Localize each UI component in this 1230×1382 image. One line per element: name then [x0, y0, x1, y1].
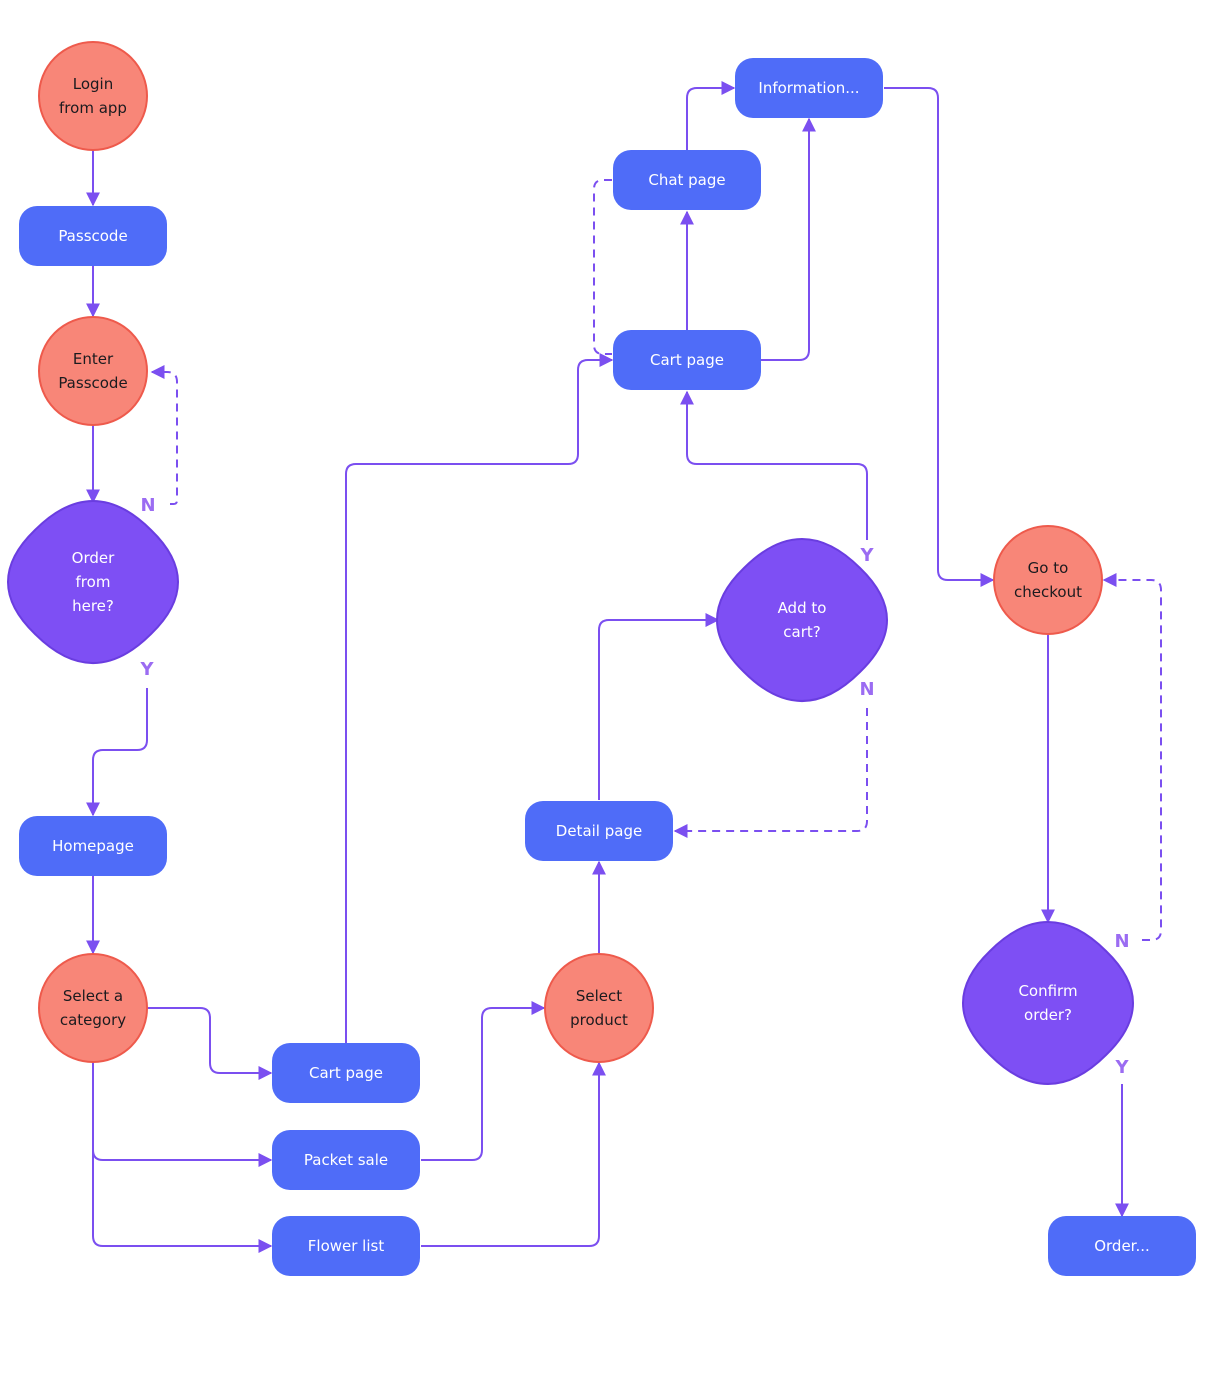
edge-order-yes-home: [86, 688, 148, 817]
edge-packet-product: [421, 1001, 546, 1161]
node-label-order-0: Order...: [1094, 1237, 1150, 1255]
edge-confirm-no-checkout: [1102, 573, 1162, 941]
node-label-confirm-order-0: Confirm: [1018, 982, 1077, 1000]
node-add-to-cart[interactable]: Add to cart?: [716, 538, 888, 702]
node-label-go-checkout-0: Go to: [1028, 559, 1069, 577]
node-confirm-order[interactable]: Confirm order?: [962, 921, 1134, 1085]
node-label-login-0: Login: [73, 75, 113, 93]
node-passcode[interactable]: Passcode: [19, 206, 167, 266]
node-flower-list[interactable]: Flower list: [272, 1216, 420, 1276]
node-shape-go-checkout: [993, 525, 1103, 635]
node-label-flower-list-0: Flower list: [308, 1237, 385, 1255]
edge-category-packet: [92, 1062, 273, 1167]
node-label-order-here-2: here?: [72, 597, 114, 615]
node-label-cart-page-top-0: Cart page: [650, 351, 724, 369]
node-label-select-product-0: Select: [576, 987, 622, 1005]
node-shape-chat-page: [613, 150, 761, 210]
edge-label-confirm-no-checkout: N: [1114, 931, 1129, 952]
node-homepage[interactable]: Homepage: [19, 816, 167, 876]
node-label-detail-page-0: Detail page: [556, 822, 642, 840]
node-shape-select-product: [544, 953, 654, 1063]
node-shape-homepage: [19, 816, 167, 876]
node-shape-confirm-order: [962, 921, 1134, 1085]
node-shape-order-here: [7, 500, 179, 664]
node-label-go-checkout-1: checkout: [1014, 583, 1082, 601]
edge-info-checkout: [884, 87, 995, 587]
edge-detail-addcart: [598, 613, 720, 800]
node-label-chat-page-0: Chat page: [648, 171, 725, 189]
edge-addcart-no-detail: [673, 708, 868, 838]
node-shape-add-to-cart: [716, 538, 888, 702]
edge-addcart-yes-cart: [680, 390, 868, 540]
node-label-enter-passcode-0: Enter: [73, 350, 114, 368]
node-label-select-category-0: Select a: [63, 987, 123, 1005]
edge-flower-product: [421, 1061, 606, 1247]
node-go-checkout[interactable]: Go to checkout: [993, 525, 1103, 635]
node-label-cart-page-left-0: Cart page: [309, 1064, 383, 1082]
node-shape-flower-list: [272, 1216, 420, 1276]
node-select-category[interactable]: Select a category: [38, 953, 148, 1063]
node-shape-packet-sale: [272, 1130, 420, 1190]
node-shape-passcode: [19, 206, 167, 266]
node-order[interactable]: Order...: [1048, 1216, 1196, 1276]
node-detail-page[interactable]: Detail page: [525, 801, 673, 861]
edge-label-confirm-yes-order: Y: [1114, 1057, 1129, 1078]
node-label-confirm-order-1: order?: [1024, 1006, 1072, 1024]
node-shape-cart-page-left: [272, 1043, 420, 1103]
edge-order-no-loop: [150, 365, 178, 505]
edge-label-order-no-loop: N: [140, 495, 155, 516]
node-order-here[interactable]: Order from here?: [7, 500, 179, 664]
edge-label-addcart-yes-cart: Y: [859, 545, 874, 566]
node-packet-sale[interactable]: Packet sale: [272, 1130, 420, 1190]
edge-chat-cart-dashed: [593, 179, 612, 355]
node-label-information-0: Information...: [758, 79, 859, 97]
edge-cartleft-carttop: [345, 353, 614, 1043]
node-shape-information: [735, 58, 883, 118]
node-label-select-category-1: category: [60, 1011, 126, 1029]
node-label-homepage-0: Homepage: [52, 837, 134, 855]
node-select-product[interactable]: Select product: [544, 953, 654, 1063]
node-label-packet-sale-0: Packet sale: [304, 1151, 388, 1169]
node-information[interactable]: Information...: [735, 58, 883, 118]
node-shape-detail-page: [525, 801, 673, 861]
node-chat-page[interactable]: Chat page: [613, 150, 761, 210]
node-login[interactable]: Login from app: [38, 41, 148, 151]
node-shape-login: [38, 41, 148, 151]
edge-category-cart: [147, 1007, 273, 1080]
node-cart-page-left[interactable]: Cart page: [272, 1043, 420, 1103]
edge-labels-layer: N Y N Y N Y: [139, 495, 1129, 1078]
edges-layer: [86, 81, 1162, 1253]
edge-category-flower: [92, 1062, 273, 1253]
edge-label-addcart-no-detail: N: [859, 679, 874, 700]
node-label-add-to-cart-1: cart?: [783, 623, 820, 641]
node-label-order-here-1: from: [76, 573, 111, 591]
edge-cart-info: [761, 117, 816, 361]
node-label-order-here-0: Order: [72, 549, 115, 567]
node-label-enter-passcode-1: Passcode: [58, 374, 127, 392]
edge-chat-info: [686, 81, 736, 150]
node-shape-select-category: [38, 953, 148, 1063]
node-label-select-product-1: product: [570, 1011, 628, 1029]
node-label-passcode-0: Passcode: [58, 227, 127, 245]
node-shape-enter-passcode: [38, 316, 148, 426]
node-label-login-1: from app: [59, 99, 127, 117]
node-cart-page-top[interactable]: Cart page: [613, 330, 761, 390]
node-label-add-to-cart-0: Add to: [778, 599, 827, 617]
node-shape-order: [1048, 1216, 1196, 1276]
node-shape-cart-page-top: [613, 330, 761, 390]
edge-label-order-yes-home: Y: [139, 659, 154, 680]
